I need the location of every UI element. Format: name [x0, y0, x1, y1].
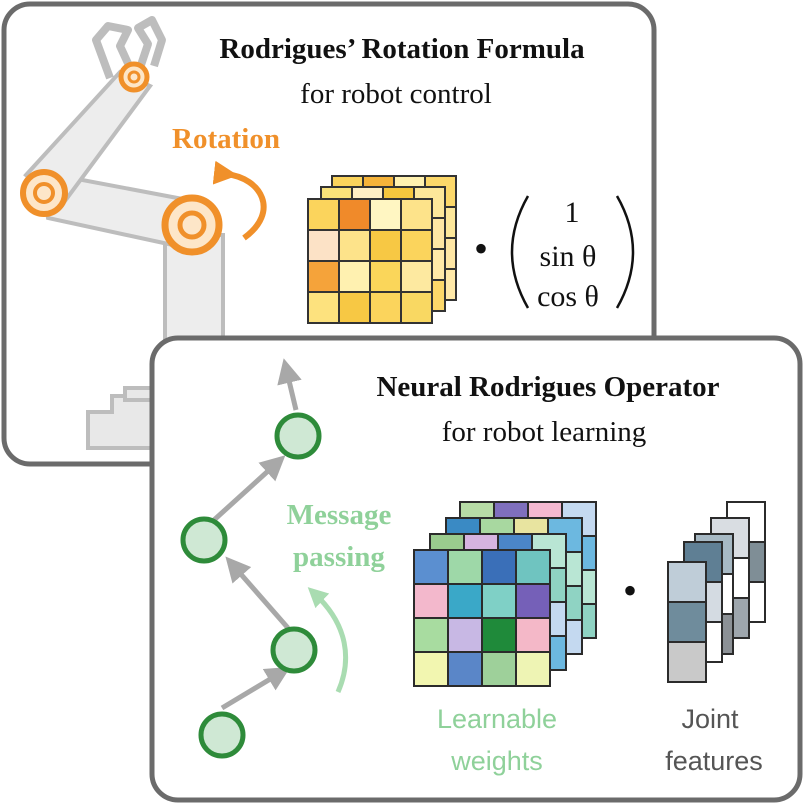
kinematic-graph — [180, 358, 322, 759]
rotation-matrix-layer-1 — [307, 198, 433, 324]
graph-node-3 — [180, 516, 228, 564]
graph-node-4 — [274, 412, 322, 460]
bottom-panel-subtitle: for robot learning — [442, 416, 647, 448]
message-label-line1: Message — [287, 499, 392, 531]
learnable-weights-tensor — [413, 501, 597, 687]
top-panel-subtitle: for robot control — [300, 78, 492, 110]
graph-node-1 — [198, 711, 246, 759]
graph-node-2 — [270, 626, 318, 674]
weights-label-line2: weights — [450, 746, 543, 776]
rotation-vector: 1 sin θ cos θ — [510, 195, 635, 313]
left-paren-icon — [510, 195, 530, 309]
bottom-dot-operator: • — [623, 568, 637, 613]
bottom-panel-title: Neural Rodrigues Operator — [376, 371, 719, 403]
vector-entry-cos: cos θ — [537, 280, 599, 313]
top-panel-title: Rodrigues’ Rotation Formula — [219, 33, 585, 65]
top-dot-operator: • — [474, 226, 488, 271]
rotation-matrix-tensor — [307, 175, 457, 324]
features-label-line1: Joint — [681, 704, 739, 734]
message-label-line2: passing — [293, 541, 385, 573]
feature-column-0 — [667, 561, 707, 683]
right-paren-icon — [615, 195, 635, 309]
weights-layer-0 — [413, 549, 551, 687]
features-label-line2: features — [665, 746, 763, 776]
bottom-panel: Neural Rodrigues Operator for robot lear… — [149, 335, 803, 803]
vector-entry-sin: sin θ — [540, 240, 597, 273]
joint-features-tensor — [667, 501, 766, 683]
rotation-arrow-icon — [212, 160, 267, 241]
weights-label-line1: Learnable — [437, 704, 557, 734]
rotation-label: Rotation — [172, 123, 280, 155]
message-passing-arrow-icon — [307, 587, 349, 694]
vector-entry-1: 1 — [565, 196, 580, 229]
